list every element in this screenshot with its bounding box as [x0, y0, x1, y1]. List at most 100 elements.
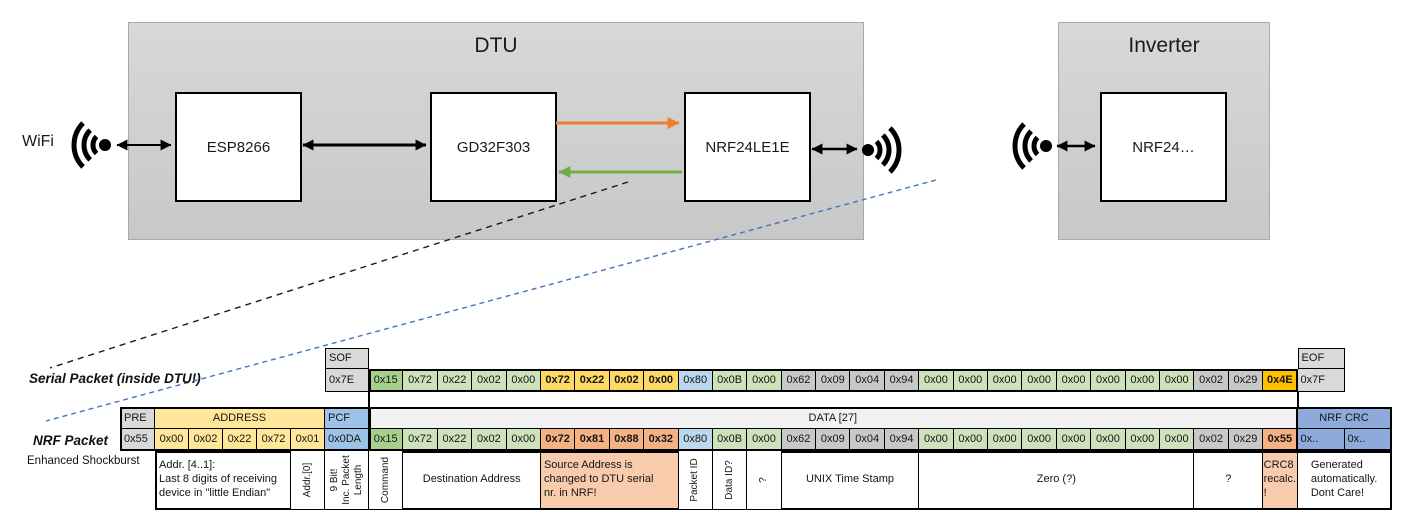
byte-cell: 0x00	[155, 429, 189, 451]
note-destination-address: Destination Address	[403, 451, 541, 510]
byte-cell: 0x02	[1194, 369, 1229, 392]
note-source-address: Source Address is changed to DTU serial …	[540, 451, 679, 510]
byte-cell: 0x22	[437, 369, 473, 392]
note-addr0-text: Addr.[0]	[301, 462, 313, 498]
byte-cell: 0x15	[369, 369, 404, 392]
nrf-crc-value: 0x..	[1297, 429, 1345, 451]
byte-cell: 0x00	[747, 429, 782, 451]
byte-cell: 0x22	[223, 429, 257, 451]
byte-cell: 0x00	[1091, 429, 1126, 451]
byte-cell: 0x62	[781, 429, 817, 451]
chip-esp8266-label: ESP8266	[206, 138, 271, 156]
dtu-title: DTU	[474, 34, 518, 57]
note-crc8: CRC8 recalc. !	[1263, 451, 1298, 510]
eof-value: 0x7F	[1297, 369, 1345, 392]
note-question-1: ?	[747, 451, 782, 510]
serial-packet-label: Serial Packet (inside DTU!)	[29, 371, 201, 386]
inverter-panel: Inverter	[1058, 22, 1270, 240]
note-pcf: 9 Bit! Inc. Packet Length	[325, 451, 369, 510]
byte-cell: 0x80	[678, 369, 713, 392]
byte-cell: 0x00	[953, 429, 989, 451]
note-addr0: Addr.[0]	[291, 451, 325, 510]
wifi-icon	[862, 128, 899, 172]
byte-cell: 0x00	[953, 369, 989, 392]
note-command-text: Command	[379, 456, 391, 504]
sof-header: SOF	[325, 348, 369, 369]
byte-cell: 0x72	[540, 429, 576, 451]
byte-cell: 0x94	[884, 429, 920, 451]
byte-cell: 0x0B	[712, 429, 748, 451]
byte-cell: 0x02	[472, 369, 507, 392]
byte-cell: 0x22	[575, 369, 610, 392]
pre-value: 0x55	[120, 429, 155, 451]
inverter-title: Inverter	[1128, 34, 1200, 57]
note-packet-id: Packet ID	[678, 451, 713, 510]
chip-gd32f303: GD32F303	[430, 92, 557, 202]
byte-cell: 0x01	[291, 429, 325, 451]
byte-cell: 0x02	[189, 429, 223, 451]
byte-cell: 0x29	[1228, 429, 1264, 451]
byte-cell: 0x72	[403, 369, 438, 392]
address-header: ADDRESS	[155, 407, 325, 429]
data-connector-right	[1296, 392, 1345, 407]
byte-cell: 0x72	[403, 429, 438, 451]
byte-cell: 0x04	[850, 429, 885, 451]
byte-cell: 0x00	[506, 429, 541, 451]
byte-cell: 0x00	[506, 369, 541, 392]
byte-cell: 0x32	[644, 429, 679, 451]
chip-nrf24le1e: NRF24LE1E	[684, 92, 811, 202]
byte-cell: 0x29	[1228, 369, 1264, 392]
byte-cell: 0x00	[1091, 369, 1126, 392]
byte-cell: 0x00	[1022, 429, 1057, 451]
pcf-header: PCF	[325, 407, 369, 429]
byte-cell: 0x00	[988, 369, 1023, 392]
byte-cell: 0x22	[437, 429, 473, 451]
wifi-label: WiFi	[22, 133, 54, 150]
byte-cell: 0x80	[678, 429, 713, 451]
byte-cell: 0x88	[609, 429, 645, 451]
byte-cell: 0x15	[369, 429, 404, 451]
byte-cell: 0x0B	[712, 369, 748, 392]
note-command: Command	[369, 451, 404, 510]
byte-cell: 0x62	[781, 369, 817, 392]
wifi-icon	[74, 123, 111, 167]
byte-cell: 0x4E	[1263, 369, 1298, 392]
nrf-packet-label: NRF Packet	[33, 433, 109, 448]
byte-cell: 0x94	[884, 369, 920, 392]
note-generated: Generated automatically. Dont Care!	[1297, 451, 1392, 510]
note-pcf-text: 9 Bit! Inc. Packet Length	[328, 455, 364, 505]
data-connector-left	[368, 392, 403, 407]
chip-esp8266: ESP8266	[175, 92, 302, 202]
byte-cell: 0x04	[850, 369, 885, 392]
byte-cell: 0x00	[1056, 369, 1092, 392]
note-addr41: Addr. [4..1]: Last 8 digits of receiving…	[155, 451, 291, 510]
note-question-2: ?	[1194, 451, 1264, 510]
byte-cell: 0x55	[1263, 429, 1298, 451]
note-zero: Zero (?)	[919, 451, 1195, 510]
note-data-id: Data ID?	[712, 451, 748, 510]
sof-value: 0x7E	[325, 369, 369, 392]
chip-nrf24le1e-label: NRF24LE1E	[705, 138, 790, 156]
byte-cell: 0x00	[1125, 369, 1160, 392]
eof-header: EOF	[1297, 348, 1345, 369]
byte-cell: 0x00	[1022, 369, 1057, 392]
pcf-value: 0x0DA	[325, 429, 369, 451]
nrf-crc-value: 0x..	[1344, 429, 1392, 451]
byte-cell: 0x00	[1159, 429, 1195, 451]
enhanced-shockburst-label: Enhanced Shockburst	[27, 455, 140, 467]
byte-cell: 0x72	[257, 429, 291, 451]
data-header: DATA [27]	[369, 407, 1298, 429]
chip-inverter-nrf24-label: NRF24…	[1132, 138, 1195, 156]
byte-cell: 0x00	[644, 369, 679, 392]
note-unix-timestamp: UNIX Time Stamp	[781, 451, 920, 510]
note-data-id-text: Data ID?	[723, 460, 735, 500]
byte-cell: 0x02	[1194, 429, 1229, 451]
wifi-icon	[1015, 124, 1052, 168]
byte-cell: 0x00	[747, 369, 782, 392]
pre-header: PRE	[120, 407, 155, 429]
nrf-crc-header: NRF CRC	[1297, 407, 1392, 429]
byte-cell: 0x00	[1159, 369, 1195, 392]
byte-cell: 0x00	[988, 429, 1023, 451]
